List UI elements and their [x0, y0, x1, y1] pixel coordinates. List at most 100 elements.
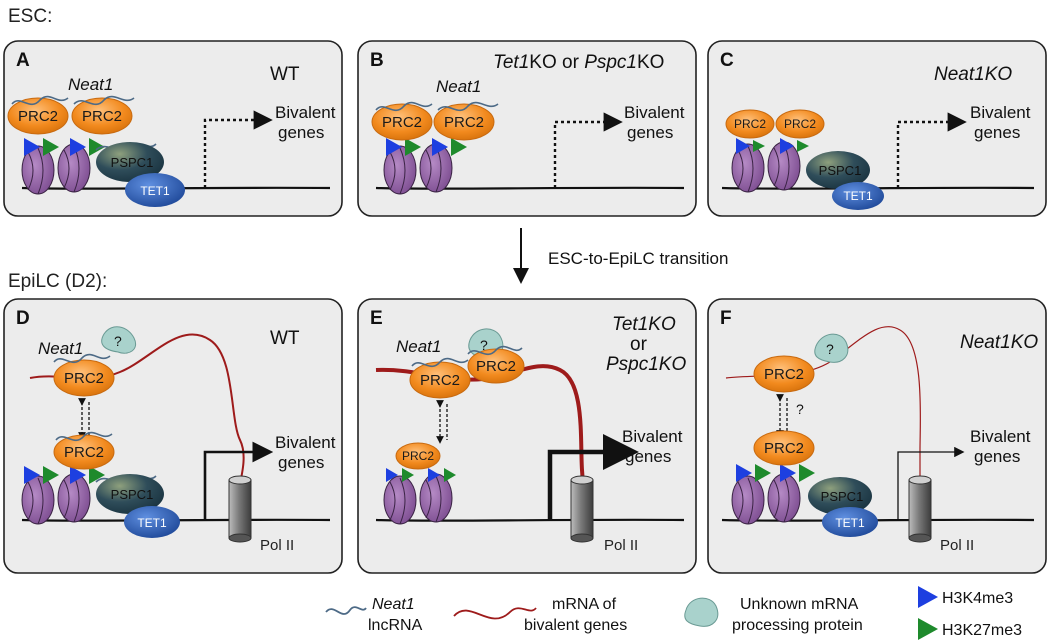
nucleosome — [21, 145, 55, 195]
prc2-label: PRC2 — [420, 372, 460, 389]
tet1-label: TET1 — [137, 516, 167, 530]
pol2-label: Pol II — [604, 537, 638, 554]
pspc1-protein: PSPC1 — [808, 477, 872, 515]
prc2-complex: PRC2 — [7, 97, 69, 135]
bivalent-label: Bivalent — [622, 427, 683, 446]
pol2-label: Pol II — [940, 537, 974, 554]
h3k4me3-marker — [24, 466, 40, 484]
section-label-esc: ESC: — [8, 6, 52, 27]
legend-protein-line1: Unknown mRNA — [740, 596, 859, 613]
prc2-complex: PRC2 — [753, 355, 815, 393]
h3k4me3-marker — [70, 138, 86, 156]
bivalent-label: Bivalent — [970, 427, 1031, 446]
prc2-complex: PRC2 — [53, 434, 115, 470]
panel-c-letter: C — [720, 50, 734, 71]
section-label-epilc: EpiLC (D2): — [8, 271, 107, 292]
h3k27me3-marker — [797, 140, 809, 152]
prc2-label: PRC2 — [764, 440, 804, 457]
pol2 — [908, 475, 932, 543]
neat1-rna — [55, 431, 113, 442]
h3k27me3-marker — [451, 138, 467, 156]
prc2-complex: PRC2 — [433, 103, 495, 141]
tet1-protein: TET1 — [125, 173, 185, 207]
transcription-arrow — [553, 112, 623, 188]
prc2-label: PRC2 — [734, 117, 766, 131]
panel-a: A WT PRC2 PRC2 Neat1 — [3, 40, 343, 217]
neat1-label: Neat1 — [38, 339, 83, 358]
panel-b-condition: Tet1KO or Pspc1KO — [493, 52, 664, 73]
panel-f: F Neat1KO ? PRC2 ? PRC2 PSPC1 — [707, 298, 1047, 574]
h3k4me3-marker — [780, 464, 796, 482]
neat1-rna — [437, 101, 499, 112]
panel-f-letter: F — [720, 308, 732, 329]
unknown-protein — [101, 326, 136, 354]
genes-label: genes — [974, 447, 1020, 466]
tet1-label: TET1 — [843, 189, 873, 203]
transition-label: ESC-to-EpiLC transition — [548, 249, 728, 268]
h3k4me3-marker — [780, 138, 794, 154]
prc2-label: PRC2 — [402, 449, 434, 463]
dna-line — [375, 186, 685, 190]
neat1-rna — [467, 345, 523, 356]
transcription-arrow — [896, 112, 967, 188]
pspc1-label: PSPC1 — [111, 155, 154, 170]
h3k27me3-marker — [444, 468, 456, 482]
tet1-label: TET1 — [140, 184, 170, 198]
question-mark: ? — [114, 333, 122, 349]
prc2-label: PRC2 — [476, 358, 516, 375]
panel-c: C Neat1KO PRC2 PRC2 PSPC1 TET1 — [707, 40, 1047, 217]
bivalent-label: Bivalent — [275, 103, 336, 122]
nucleosome — [767, 473, 801, 523]
prc2-complex: PRC2 — [71, 97, 133, 135]
dna-line — [721, 518, 1035, 522]
transcription-arrow — [203, 441, 274, 520]
tet1-protein: TET1 — [832, 182, 884, 210]
nucleosome — [731, 475, 765, 525]
h3k27me3-marker — [755, 464, 771, 482]
prc2-label: PRC2 — [764, 366, 804, 383]
prc2-label: PRC2 — [82, 108, 122, 125]
legend-mrna-swatch — [453, 607, 537, 620]
prc2-complex: PRC2 — [409, 361, 471, 399]
genes-label: genes — [627, 123, 673, 142]
nucleosome — [383, 475, 417, 525]
h3k4me3-marker — [736, 464, 752, 482]
legend-neat1-line2: lncRNA — [368, 617, 423, 634]
panel-e-condition-line3: Pspc1KO — [606, 354, 686, 375]
tet1-protein: TET1 — [124, 506, 180, 538]
pol2-label: Pol II — [260, 537, 294, 554]
genes-label: genes — [974, 123, 1020, 142]
pspc1-protein: PSPC1 — [96, 142, 164, 182]
neat1-rna — [411, 357, 469, 368]
question-mark: ? — [796, 401, 804, 417]
h3k4me3-marker — [24, 138, 40, 156]
legend-protein-line2: processing protein — [732, 617, 863, 634]
h3k4me3-marker — [70, 466, 86, 484]
prc2-complex: PRC2 — [395, 442, 441, 470]
h3k27me3-marker — [799, 464, 815, 482]
prc2-label: PRC2 — [64, 370, 104, 387]
h3k4me3-marker — [386, 138, 402, 156]
genes-label: genes — [625, 447, 671, 466]
neat1-label: Neat1 — [68, 75, 113, 94]
nucleosome — [419, 473, 453, 523]
prc2-label: PRC2 — [784, 117, 816, 131]
pspc1-protein: PSPC1 — [806, 151, 870, 189]
neat1-label: Neat1 — [396, 337, 441, 356]
panel-d-letter: D — [16, 308, 30, 329]
pol2 — [228, 475, 252, 543]
panel-e-condition-line2: or — [630, 334, 648, 355]
bivalent-label: Bivalent — [624, 103, 685, 122]
h3k27me3-marker — [402, 468, 414, 482]
prc2-label: PRC2 — [444, 114, 484, 131]
transcription-arrow — [547, 434, 639, 520]
panel-b: B Tet1KO or Pspc1KO PRC2 PRC2 Neat1 Biva… — [357, 40, 697, 217]
h3k4me3-marker — [428, 468, 440, 482]
neat1-rna — [375, 101, 433, 112]
bivalent-label: Bivalent — [970, 103, 1031, 122]
h3k4me3-marker — [736, 138, 750, 154]
prc2-complex: PRC2 — [775, 109, 825, 139]
nucleosome — [21, 475, 55, 525]
legend-mrna-line1: mRNA of — [552, 596, 617, 613]
